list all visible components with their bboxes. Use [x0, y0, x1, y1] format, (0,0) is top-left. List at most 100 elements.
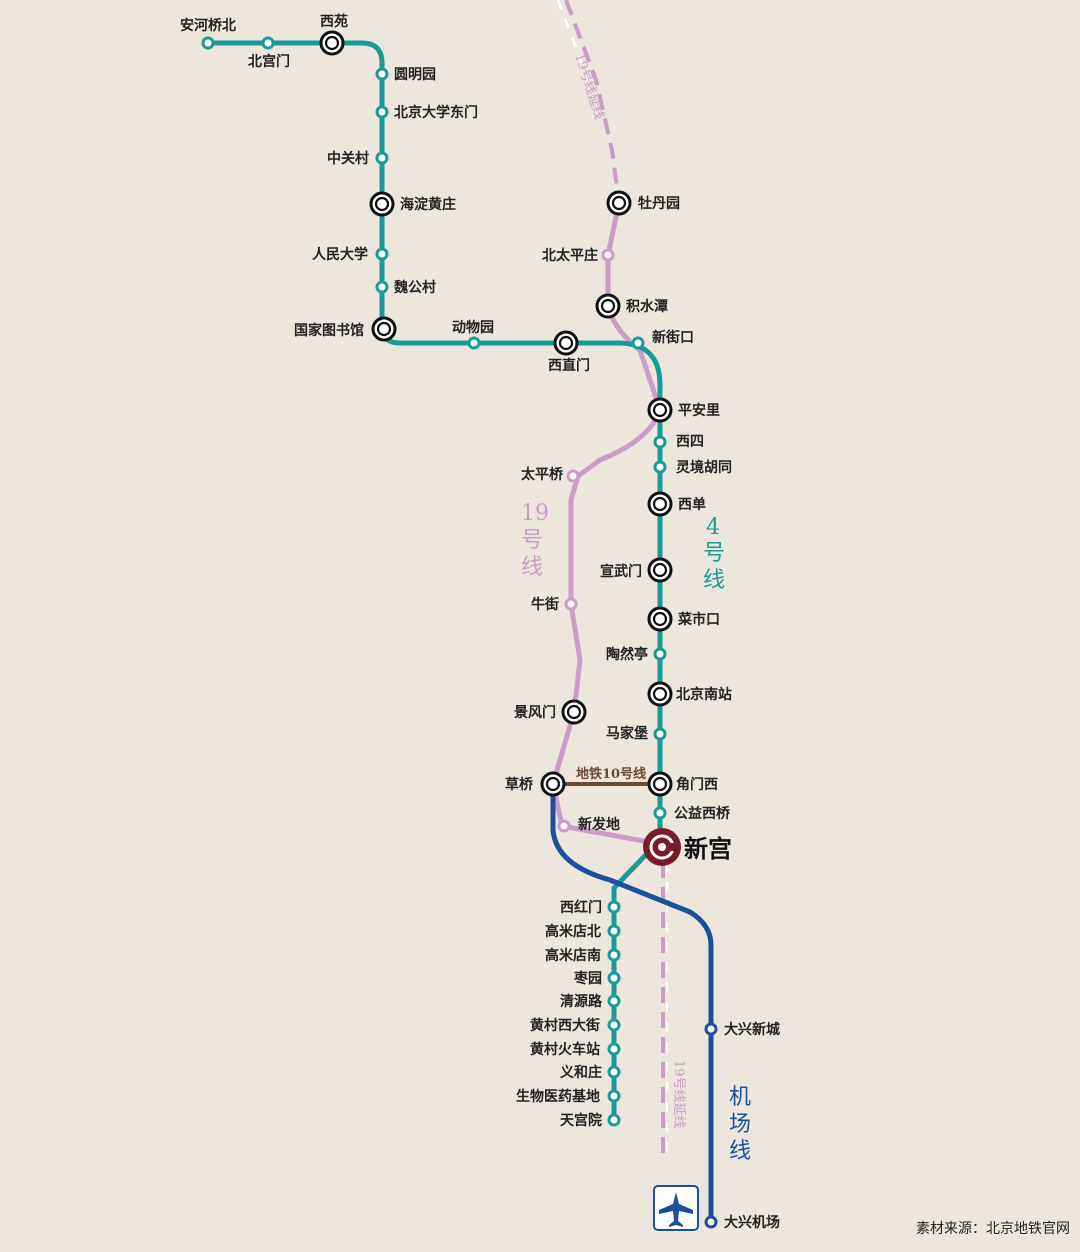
- station-label: 西单: [678, 496, 706, 513]
- station-dot[interactable]: [375, 67, 389, 81]
- station-label: 北宫门: [248, 53, 290, 70]
- station-label: 魏公村: [393, 279, 436, 296]
- station-label: 北京南站: [676, 686, 732, 703]
- line4-label-1: 4: [706, 515, 720, 540]
- line4-label-2: 号: [703, 541, 725, 566]
- airport-line-label-1: 机: [729, 1085, 751, 1110]
- station-label: 高米店北: [545, 923, 601, 940]
- station-dot[interactable]: [557, 819, 571, 833]
- transfer-icon[interactable]: [647, 771, 673, 797]
- line4-label-3: 线: [703, 568, 725, 593]
- station-label: 平安里: [678, 402, 720, 419]
- transfer-icon[interactable]: [647, 557, 673, 583]
- station-dot[interactable]: [704, 1215, 718, 1229]
- station-label: 北太平庄: [542, 247, 598, 264]
- station-dot[interactable]: [653, 727, 667, 741]
- line19-extension-north-white: [556, 0, 590, 81]
- source-footer: 素材来源：北京地铁官网: [916, 1221, 1070, 1237]
- station-label: 积水潭: [626, 298, 668, 315]
- station-dot[interactable]: [653, 647, 667, 661]
- line19-extension-label-north: 19号线延线: [571, 52, 606, 122]
- station-dot[interactable]: [375, 105, 389, 119]
- line10-label: 地铁10号线: [576, 766, 646, 782]
- transfer-icon[interactable]: [371, 316, 397, 342]
- station-label: 动物园: [452, 319, 494, 336]
- station-dot[interactable]: [261, 36, 275, 50]
- station-dot[interactable]: [607, 924, 621, 938]
- line4-route: [208, 40, 663, 1120]
- transfer-icon[interactable]: [647, 491, 673, 517]
- station-dot[interactable]: [607, 1065, 621, 1079]
- line19-extension-north: [564, 0, 621, 204]
- transfer-icon[interactable]: [595, 293, 621, 319]
- station-dot[interactable]: [467, 336, 481, 350]
- station-dot[interactable]: [607, 1089, 621, 1103]
- transfer-icon[interactable]: [647, 681, 673, 707]
- transfer-icon[interactable]: [647, 397, 673, 423]
- station-dot[interactable]: [653, 435, 667, 449]
- station-label: 北京大学东门: [394, 104, 478, 121]
- station-dot[interactable]: [607, 900, 621, 914]
- xingong-hub-icon[interactable]: [643, 828, 681, 866]
- station-label: 人民大学: [312, 246, 368, 263]
- station-dot[interactable]: [375, 247, 389, 261]
- station-dot[interactable]: [566, 469, 580, 483]
- transfer-icon[interactable]: [561, 699, 587, 725]
- station-label: 大兴新城: [724, 1021, 780, 1038]
- station-dot[interactable]: [607, 1113, 621, 1127]
- station-label: 菜市口: [677, 611, 720, 628]
- station-dot[interactable]: [201, 36, 215, 50]
- station-dot[interactable]: [704, 1022, 718, 1036]
- station-label: 牛街: [531, 596, 559, 613]
- station-label: 海淀黄庄: [400, 196, 456, 213]
- line19-route: [550, 202, 663, 847]
- station-dot[interactable]: [631, 336, 645, 350]
- station-label: 公益西桥: [674, 805, 731, 822]
- station-dot[interactable]: [375, 151, 389, 165]
- xingong-label: 新宫: [684, 834, 732, 863]
- station-label: 中关村: [327, 150, 369, 167]
- station-label: 宣武门: [600, 563, 642, 580]
- station-label: 枣园: [573, 970, 602, 987]
- transfer-icon[interactable]: [553, 330, 579, 356]
- station-label: 牡丹园: [638, 195, 680, 212]
- station-dot[interactable]: [653, 806, 667, 820]
- transfer-icon[interactable]: [369, 191, 395, 217]
- airport-line-label-2: 场: [729, 1112, 751, 1137]
- station-label: 清源路: [560, 993, 603, 1010]
- station-label: 西红门: [560, 899, 602, 916]
- station-label: 西直门: [548, 357, 590, 374]
- station-label: 国家图书馆: [294, 322, 364, 339]
- station-dot[interactable]: [607, 948, 621, 962]
- transfer-icon[interactable]: [319, 30, 345, 56]
- transfer-icon[interactable]: [540, 771, 566, 797]
- station-label: 陶然亭: [606, 646, 648, 663]
- transfer-icon[interactable]: [606, 190, 632, 216]
- station-label: 高米店南: [545, 947, 601, 964]
- station-label: 天宫院: [560, 1112, 602, 1129]
- station-label: 角门西: [676, 776, 718, 793]
- station-dot[interactable]: [607, 971, 621, 985]
- transfer-icon[interactable]: [647, 606, 673, 632]
- station-dot[interactable]: [607, 1018, 621, 1032]
- station-label: 新街口: [652, 329, 694, 346]
- station-label: 西四: [676, 434, 704, 450]
- station-label: 马家堡: [606, 725, 648, 742]
- station-dot[interactable]: [607, 994, 621, 1008]
- station-label: 黄村西大街: [530, 1017, 600, 1034]
- airport-line-label-3: 线: [729, 1139, 751, 1164]
- line19-label-3: 线: [521, 555, 543, 580]
- airport-line-route: [550, 784, 714, 1222]
- station-label: 景风门: [514, 704, 556, 721]
- station-dot[interactable]: [375, 280, 389, 294]
- station-label: 草桥: [505, 776, 534, 793]
- station-label: 安河桥北: [180, 17, 236, 34]
- line19-label-2: 号: [521, 528, 543, 553]
- line19-label-1: 19: [521, 501, 549, 526]
- station-label: 生物医药基地: [516, 1088, 600, 1105]
- station-dot[interactable]: [601, 248, 615, 262]
- station-dot[interactable]: [653, 460, 667, 474]
- station-dot[interactable]: [607, 1042, 621, 1056]
- station-dot[interactable]: [564, 597, 578, 611]
